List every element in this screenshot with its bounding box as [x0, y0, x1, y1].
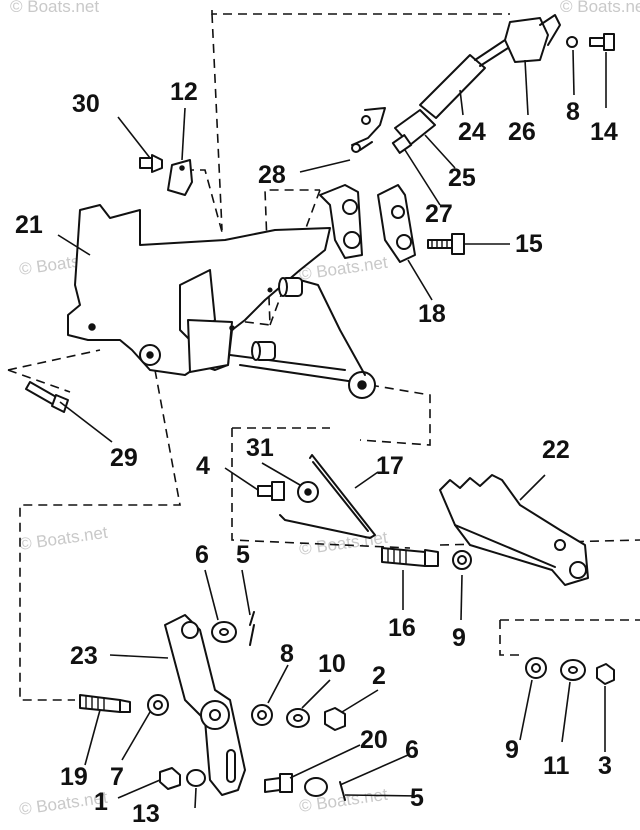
callout-6-upper: 6: [195, 541, 209, 569]
callout-22: 22: [542, 436, 570, 464]
callout-30: 30: [72, 90, 100, 118]
callout-21: 21: [15, 211, 43, 239]
lever-23: [164, 614, 246, 796]
callout-20: 20: [360, 726, 388, 754]
callout-23: 23: [70, 642, 98, 670]
callout-31: 31: [246, 434, 274, 462]
callout-14: 14: [590, 118, 618, 146]
watermarks: © Boats.net © Boats.net © Boats.net © Bo…: [10, 0, 640, 819]
screw-4: [257, 454, 376, 539]
callout-27: 27: [425, 200, 453, 228]
hardware-right-bottom: [525, 657, 615, 685]
callout-7: 8: [566, 98, 580, 126]
callout-5-lower: 5: [410, 784, 424, 812]
hardware-bottom: [159, 767, 346, 801]
bracket-18: [319, 184, 416, 263]
dashed-guide-lines: [7, 10, 640, 701]
stud-16: [381, 547, 472, 570]
callout-25: 25: [448, 164, 476, 192]
callout-16: 16: [388, 614, 416, 642]
callout-15: 15: [515, 230, 543, 258]
callout-8-left: 7: [110, 763, 124, 791]
callout-1: 1: [94, 788, 108, 816]
callout-26: 26: [508, 118, 536, 146]
callout-28: 28: [258, 161, 286, 189]
callout-3: 3: [598, 752, 612, 780]
screw-15: [427, 233, 465, 255]
callout-13: 13: [132, 800, 160, 828]
callout-19: 19: [60, 763, 88, 791]
callout-4: 4: [196, 452, 210, 480]
watermark: © Boats.net: [10, 0, 99, 16]
callout-17: 17: [376, 452, 404, 480]
callout-24: 24: [458, 118, 486, 146]
callout-10: 10: [318, 650, 346, 678]
leader-lines: [57, 49, 607, 809]
callout-9-upper: 9: [452, 624, 466, 652]
callout-labels: 30 12 21 28 24 26 8 14 25 27 15 18 29 4 …: [15, 78, 618, 828]
callout-6-lower: 6: [405, 736, 419, 764]
stud-19: [79, 694, 169, 716]
screw-29: [25, 381, 69, 413]
callout-11: 11: [543, 752, 570, 780]
switch-assembly-24: [351, 14, 615, 154]
callout-8-right: 8: [280, 640, 294, 668]
callout-18: 18: [418, 300, 446, 328]
watermark: © Boats.net: [18, 523, 109, 554]
watermark: © Boats.net: [560, 0, 640, 16]
callout-29: 29: [110, 444, 138, 472]
callout-9-lower: 9: [505, 736, 519, 764]
washer-6-upper: [211, 611, 255, 646]
callout-12: 12: [170, 78, 198, 106]
bracket-plate-21: [67, 204, 376, 399]
clip-12: [139, 154, 193, 196]
hardware-8-10-2: [251, 704, 346, 731]
callout-5-upper: 5: [236, 541, 250, 569]
callout-2: 2: [372, 662, 386, 690]
lever-bracket-22: [439, 474, 589, 586]
